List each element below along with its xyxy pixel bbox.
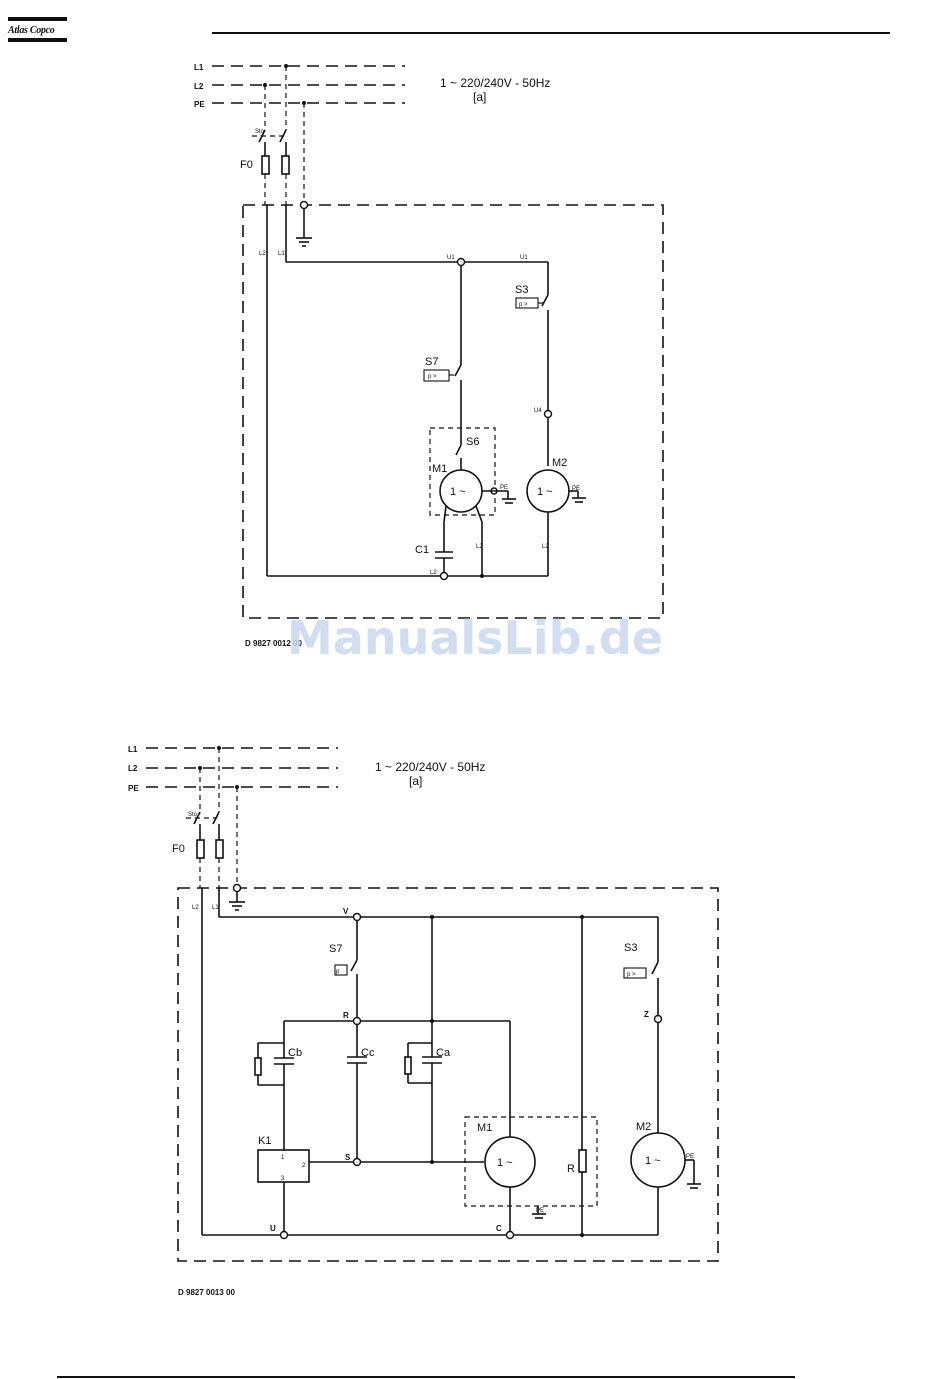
d2-fuse-label: F0 [172, 843, 185, 855]
svg-text:3: 3 [281, 1176, 285, 1182]
d2-supply-rating: 1 ~ 220/240V - 50Hz [375, 760, 485, 774]
watermark: ManualsLib.de [287, 611, 663, 665]
svg-text:2: 2 [302, 1163, 306, 1169]
d1-s6-label: S6 [466, 436, 479, 448]
d2-pe-label: PE [128, 784, 139, 793]
d2-ca-label: Ca [436, 1047, 451, 1059]
d1-l2-label: L2 [194, 82, 204, 91]
d2-ca-resistor [405, 1057, 411, 1074]
d2-m2-label: M2 [636, 1121, 651, 1133]
d1-node-u1 [458, 259, 465, 266]
diagram-2: L1 L2 PE 1 ~ 220/240V - 50Hz [a] Sto F0 … [128, 745, 718, 1297]
d2-s3-switch [652, 962, 658, 974]
svg-text:V: V [343, 907, 349, 916]
d2-node-z [655, 1016, 662, 1023]
svg-text:S: S [345, 1153, 351, 1162]
d1-l1-label: L1 [194, 63, 204, 72]
d2-r-label: R [567, 1163, 575, 1175]
d1-c1-label: C1 [415, 544, 429, 556]
d2-l2-label: L2 [128, 764, 138, 773]
d1-supply-rating: 1 ~ 220/240V - 50Hz [440, 76, 550, 90]
svg-text:1: 1 [281, 1155, 285, 1161]
svg-text:PE: PE [572, 486, 580, 492]
d2-supply-note: [a] [409, 774, 422, 788]
d1-fuse-1 [262, 156, 269, 174]
svg-text:p >: p > [627, 972, 636, 978]
d2-node-r [354, 1018, 361, 1025]
d1-supply-note: [a] [473, 90, 486, 104]
d2-cc-label: Cc [361, 1047, 375, 1059]
d2-fuse-1 [197, 840, 204, 858]
d1-pe-label: PE [194, 100, 205, 109]
d2-node-v [354, 914, 361, 921]
d1-s3-switch [542, 295, 548, 306]
d2-s3-label: S3 [624, 942, 637, 954]
svg-text:p: p [336, 969, 340, 975]
d2-node-u [281, 1232, 288, 1239]
svg-text:PE: PE [500, 485, 508, 491]
svg-text:1 ~: 1 ~ [497, 1157, 513, 1169]
d2-drawing-number: D 9827 0013 00 [178, 1288, 235, 1297]
svg-text:1 ~: 1 ~ [537, 486, 553, 498]
d2-m1-label: M1 [477, 1122, 492, 1134]
d1-node-u4 [545, 411, 552, 418]
svg-text:Sto: Sto [188, 812, 198, 818]
svg-text:1 ~: 1 ~ [450, 486, 466, 498]
d2-node-s [354, 1159, 361, 1166]
d1-node-l2 [441, 573, 448, 580]
svg-text:L2: L2 [259, 251, 266, 257]
svg-text:L1: L1 [278, 251, 285, 257]
d2-cb-resistor [255, 1058, 261, 1075]
svg-text:L2: L2 [192, 905, 199, 911]
d2-l1-label: L1 [128, 745, 138, 754]
svg-text:Sto: Sto [255, 129, 265, 135]
svg-text:U: U [270, 1224, 276, 1233]
svg-text:PE: PE [686, 1154, 694, 1160]
d1-s7-label: S7 [425, 356, 438, 368]
svg-text:C: C [496, 1224, 502, 1233]
d1-s6-thermal-switch [456, 445, 461, 455]
d2-k1-label: K1 [258, 1135, 271, 1147]
d2-node-c [507, 1232, 514, 1239]
d1-s7-switch [455, 365, 461, 376]
d2-cb-label: Cb [288, 1047, 302, 1059]
svg-text:U1: U1 [520, 255, 528, 261]
svg-text:Z: Z [644, 1010, 649, 1019]
d2-resistor-r [579, 1150, 586, 1172]
d1-s3-label: S3 [515, 284, 528, 296]
svg-text:L2: L2 [430, 570, 437, 576]
d1-fuse-label: F0 [240, 159, 253, 171]
d1-m2-label: M2 [552, 457, 567, 469]
d2-fuse-2 [216, 840, 223, 858]
svg-text:L2: L2 [476, 544, 483, 550]
svg-text:L2: L2 [542, 544, 549, 550]
svg-text:p >: p > [428, 374, 437, 380]
diagram-1: L1 L2 PE 1 ~ 220/240V - 50Hz [a] Sto F0 [194, 63, 663, 648]
d1-enclosure [243, 205, 663, 618]
svg-text:U1: U1 [447, 255, 455, 261]
svg-text:R: R [343, 1011, 349, 1020]
footer-rule [57, 1376, 795, 1378]
d2-s7-switch [351, 960, 357, 971]
svg-text:p >: p > [519, 302, 528, 308]
d1-m1-label: M1 [432, 463, 447, 475]
svg-text:PE: PE [536, 1208, 544, 1214]
d1-fuse-2 [282, 156, 289, 174]
d2-s7-label: S7 [329, 943, 342, 955]
svg-text:U4: U4 [534, 408, 542, 414]
svg-text:1 ~: 1 ~ [645, 1155, 661, 1167]
